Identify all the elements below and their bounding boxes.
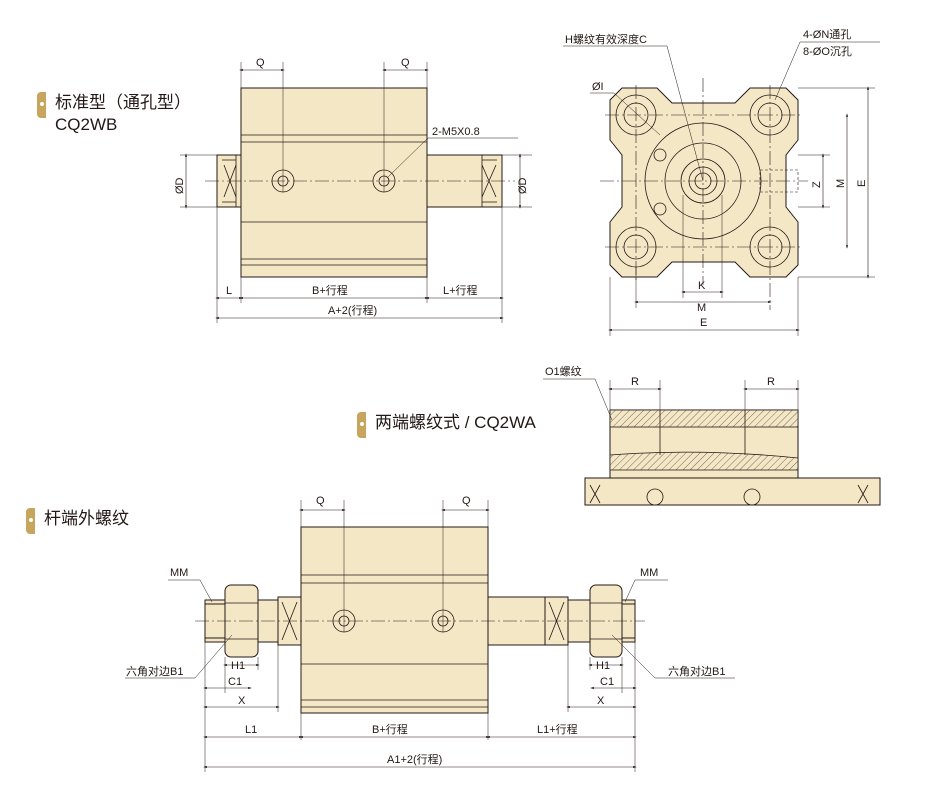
x-label: X: [597, 695, 605, 707]
m-label: M: [835, 179, 847, 188]
phi-d-label: ØD: [517, 177, 529, 194]
standard-side-view: Q Q 2-M5X0.8 ØD ØD L B+行程 L+行程 A+2(行程): [174, 57, 532, 323]
l-stroke-label: L+行程: [443, 284, 478, 297]
bullet-marker: [357, 412, 366, 438]
m5-thread-label: 2-M5X0.8: [432, 126, 480, 138]
section-heading-standard: 标准型（通孔型） CQ2WB: [37, 92, 191, 136]
c1-label: C1: [600, 676, 614, 688]
standard-title: 标准型（通孔型）: [55, 93, 191, 112]
bullet-marker: [26, 508, 35, 534]
e-label-bottom: E: [700, 317, 707, 329]
o-hole-label: 8-ØO沉孔: [803, 45, 852, 58]
z-label: Z: [811, 181, 823, 188]
standard-model: CQ2WB: [55, 115, 118, 134]
b-stroke-label: B+行程: [372, 723, 408, 736]
both-thread-title: 两端螺纹式 / CQ2WA: [375, 413, 536, 432]
section-heading-both-thread: 两端螺纹式 / CQ2WA: [357, 412, 536, 438]
x-label: X: [238, 695, 246, 707]
rod-thread-title: 杆端外螺纹: [44, 509, 129, 528]
both-thread-section-view: O1螺纹 R R: [543, 364, 881, 506]
end-view: H螺纹有效深度C ØI 4-ØN通孔 8-ØO沉孔 Z M E K M E: [563, 28, 880, 336]
mm-label: MM: [640, 567, 658, 579]
h-thread-depth-label: H螺纹有效深度C: [565, 32, 647, 46]
e-label: E: [856, 180, 868, 187]
hex-b1-label: 六角对边B1: [126, 664, 183, 678]
b-stroke-label: B+行程: [312, 284, 348, 297]
q-label: Q: [316, 495, 325, 507]
q-label: Q: [256, 57, 265, 69]
l-label: L: [226, 285, 232, 297]
h1-label: H1: [596, 660, 610, 672]
dimension-extensions: [204, 638, 636, 772]
m-label-bottom: M: [697, 302, 706, 314]
l1-label: L1: [245, 724, 257, 736]
o1-thread-label: O1螺纹: [545, 364, 582, 378]
c1-label: C1: [228, 676, 242, 688]
a-stroke-label: A+2(行程): [328, 304, 377, 317]
r-label: R: [631, 376, 639, 388]
n-hole-label: 4-ØN通孔: [803, 28, 851, 41]
l1-stroke-label: L1+行程: [537, 723, 578, 736]
r-label: R: [767, 376, 775, 388]
section-heading-rod-thread: 杆端外螺纹: [26, 508, 129, 534]
h1-label: H1: [231, 660, 245, 672]
q-label: Q: [462, 495, 471, 507]
k-label: K: [698, 280, 706, 292]
phi-i-label: ØI: [592, 81, 604, 93]
bullet-marker: [37, 92, 46, 118]
a1-stroke-label: A1+2(行程): [387, 753, 442, 766]
phi-d-label: ØD: [174, 177, 186, 194]
hex-b1-label: 六角对边B1: [668, 664, 725, 678]
rod-thread-side-view: Q Q MM MM 六角对边B1 六角对边B1: [125, 495, 735, 772]
mm-label: MM: [170, 567, 188, 579]
q-label: Q: [401, 57, 410, 69]
